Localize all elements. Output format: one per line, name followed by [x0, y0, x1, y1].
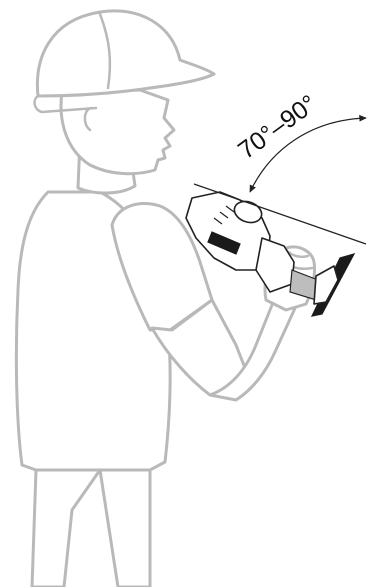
grinder-guard: [314, 266, 338, 304]
hard-hat: [37, 11, 214, 96]
worker-trousers-right: [100, 470, 150, 587]
worker-trousers: [32, 470, 100, 587]
worker-figure: [16, 11, 314, 587]
